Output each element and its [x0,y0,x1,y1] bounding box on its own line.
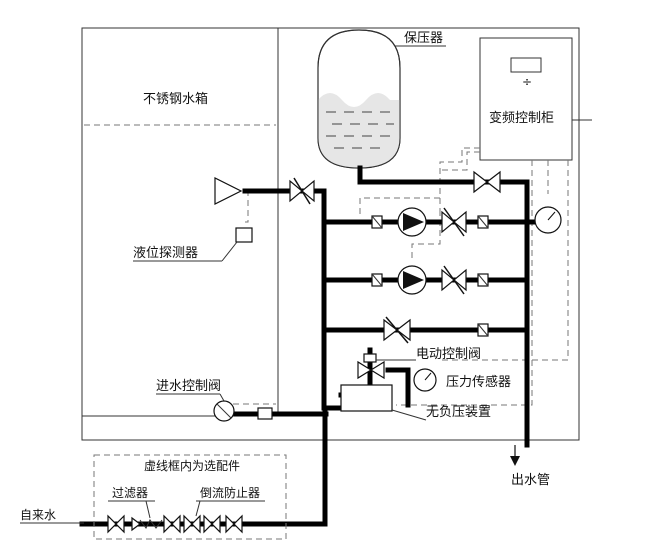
level-sensor-label: 液位探测器 [133,246,198,261]
outlet-pipe-label: 出水管 [511,473,550,488]
electric-control-valve [357,353,385,380]
no-negative-pressure-device [340,384,393,412]
backflow-preventer-label: 倒流防止器 [200,485,260,500]
optional-parts-label: 虚线框内为选配件 [144,459,240,473]
optional-parts-box [93,454,287,540]
filter-label: 过滤器 [112,486,148,500]
tap-water-label: 自来水 [20,508,56,522]
equipment-enclosure [81,27,580,441]
outlet-pressure-gauge [534,206,562,234]
inlet-valve-label: 进水控制阀 [156,379,221,394]
tank-label: 不锈钢水箱 [143,91,208,107]
cabinet-display [510,57,542,73]
control-cabinet-label: 变频控制柜 [489,110,554,126]
electric-valve-label: 电动控制阀 [416,347,481,362]
pressure-vessel-label: 保压器 [404,31,443,46]
signal-lines [233,119,592,406]
cabinet-symbol: ÷ [522,75,532,89]
outlet-arrow [510,445,520,466]
bypass-row [383,316,489,344]
inlet-valve-train [107,514,243,534]
control-cabinet [479,37,573,161]
suction-check-valve [289,177,315,205]
level-sensor [235,227,253,243]
pressure-sensor-label: 压力传感器 [446,374,511,390]
pump-1 [371,207,489,237]
pressure-vessel [317,29,401,169]
pressure-sensor [413,368,437,392]
inlet-control-valve [213,400,273,422]
pump-2 [371,265,489,295]
bypass-gate-valve [473,170,501,194]
no-negative-pressure-label: 无负压装置 [426,405,491,420]
float-nozzle [214,177,243,205]
